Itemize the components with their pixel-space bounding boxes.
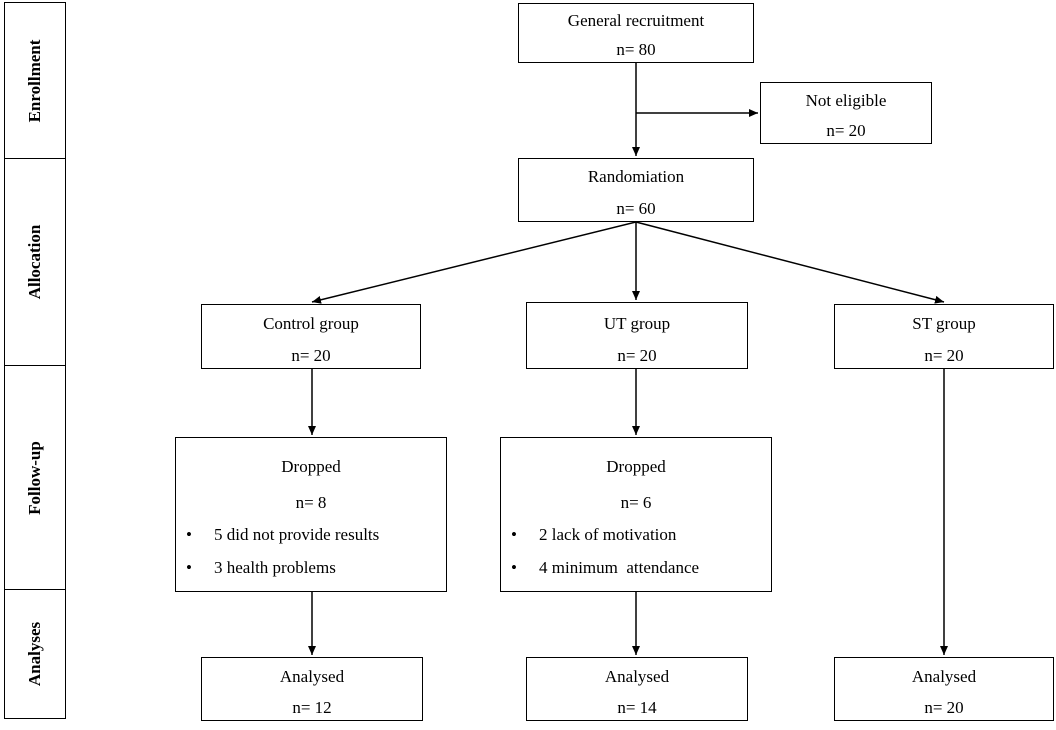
control-analysed-title: Analysed: [279, 667, 345, 686]
list-item: • 4 minimum attendance: [511, 558, 699, 578]
ut-analysed-count: n= 14: [617, 698, 657, 717]
reason-text: 4 minimum attendance: [539, 558, 700, 577]
st-group-count: n= 20: [924, 346, 964, 365]
not-eligible-box: Not eligible n= 20: [760, 82, 932, 144]
stage-analyses: Analyses: [4, 589, 66, 719]
arrow-randomisation-to-st: [635, 221, 945, 304]
bullet-icon: •: [511, 558, 517, 577]
st-analysed-title: Analysed: [911, 667, 977, 686]
not-eligible-title: Not eligible: [805, 91, 887, 110]
randomisation-title: Randomiation: [587, 167, 685, 186]
control-analysed-box: Analysed n= 12: [201, 657, 423, 721]
control-dropped-count: n= 8: [295, 493, 327, 512]
ut-analysed-title: Analysed: [604, 667, 670, 686]
recruitment-title: General recruitment: [567, 11, 705, 30]
st-group-title: ST group: [912, 314, 976, 333]
reason-text: 5 did not provide results: [214, 525, 380, 544]
ut-analysed-box: Analysed n= 14: [526, 657, 748, 721]
reason-text: 3 health problems: [214, 558, 336, 577]
ut-group-count: n= 20: [617, 346, 657, 365]
control-analysed-count: n= 12: [292, 698, 332, 717]
list-item: • 5 did not provide results: [186, 525, 379, 545]
list-item: • 2 lack of motivation: [511, 525, 676, 545]
st-analysed-box: Analysed n= 20: [834, 657, 1054, 721]
not-eligible-count: n= 20: [826, 121, 866, 140]
control-group-title: Control group: [263, 314, 359, 333]
bullet-icon: •: [186, 525, 192, 544]
ut-dropped-box: Dropped n= 6 • 2 lack of motivation • 4 mi…: [500, 437, 772, 592]
st-group-box: ST group n= 20: [834, 304, 1054, 369]
recruitment-count: n= 80: [616, 40, 656, 59]
st-analysed-count: n= 20: [924, 698, 964, 717]
list-item: • 3 health problems: [186, 558, 336, 578]
randomisation-count: n= 60: [616, 199, 656, 218]
arrow-randomisation-to-control: [311, 221, 637, 304]
stage-enrollment: Enrollment: [4, 2, 66, 159]
control-dropped-box: Dropped n= 8 •5 did not provide results …: [175, 437, 447, 592]
control-group-count: n= 20: [291, 346, 331, 365]
stage-allocation: Allocation: [4, 158, 66, 366]
recruitment-box: General recruitment n= 80: [518, 3, 754, 63]
control-group-box: Control group n= 20: [201, 304, 421, 369]
bullet-icon: •: [511, 525, 517, 544]
ut-dropped-count: n= 6: [620, 493, 652, 512]
reason-text: 2 lack of motivation: [539, 525, 677, 544]
ut-group-box: UT group n= 20: [526, 302, 748, 369]
ut-dropped-title: Dropped: [606, 457, 666, 476]
ut-group-title: UT group: [603, 314, 671, 333]
control-dropped-title: Dropped: [281, 457, 341, 476]
randomisation-box: Randomiation n= 60: [518, 158, 754, 222]
bullet-icon: •: [186, 558, 192, 577]
